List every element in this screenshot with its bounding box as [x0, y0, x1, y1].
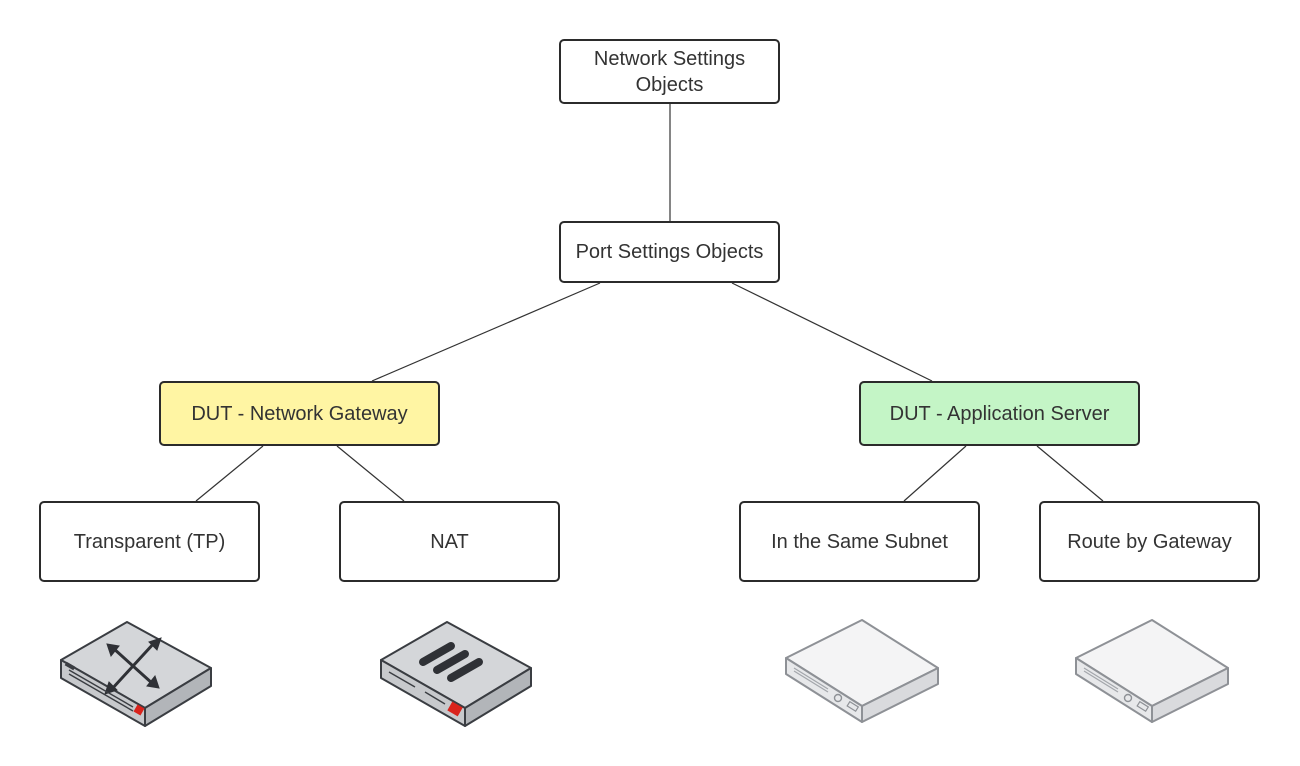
node-network-settings-objects[interactable]: Network Settings Objects: [559, 39, 780, 104]
server-appliance-icon: [785, 619, 939, 723]
connector-app-server-to-same-subnet: [903, 445, 967, 502]
connector-port-to-app-server: [731, 282, 933, 382]
node-in-the-same-subnet[interactable]: In the Same Subnet: [739, 501, 980, 582]
node-transparent-tp[interactable]: Transparent (TP): [39, 501, 260, 582]
connector-gateway-to-transparent: [195, 445, 264, 502]
connector-gateway-to-nat: [336, 445, 405, 502]
connector-port-to-gateway: [371, 282, 601, 382]
node-port-settings-objects[interactable]: Port Settings Objects: [559, 221, 780, 283]
firewall-appliance-icon: [380, 621, 532, 727]
connector-app-server-to-route-gateway: [1036, 445, 1104, 502]
server-appliance-icon: [1075, 619, 1229, 723]
node-nat[interactable]: NAT: [339, 501, 560, 582]
node-route-by-gateway[interactable]: Route by Gateway: [1039, 501, 1260, 582]
network-switch-icon: [60, 621, 212, 727]
node-dut-network-gateway[interactable]: DUT - Network Gateway: [159, 381, 440, 446]
node-dut-application-server[interactable]: DUT - Application Server: [859, 381, 1140, 446]
